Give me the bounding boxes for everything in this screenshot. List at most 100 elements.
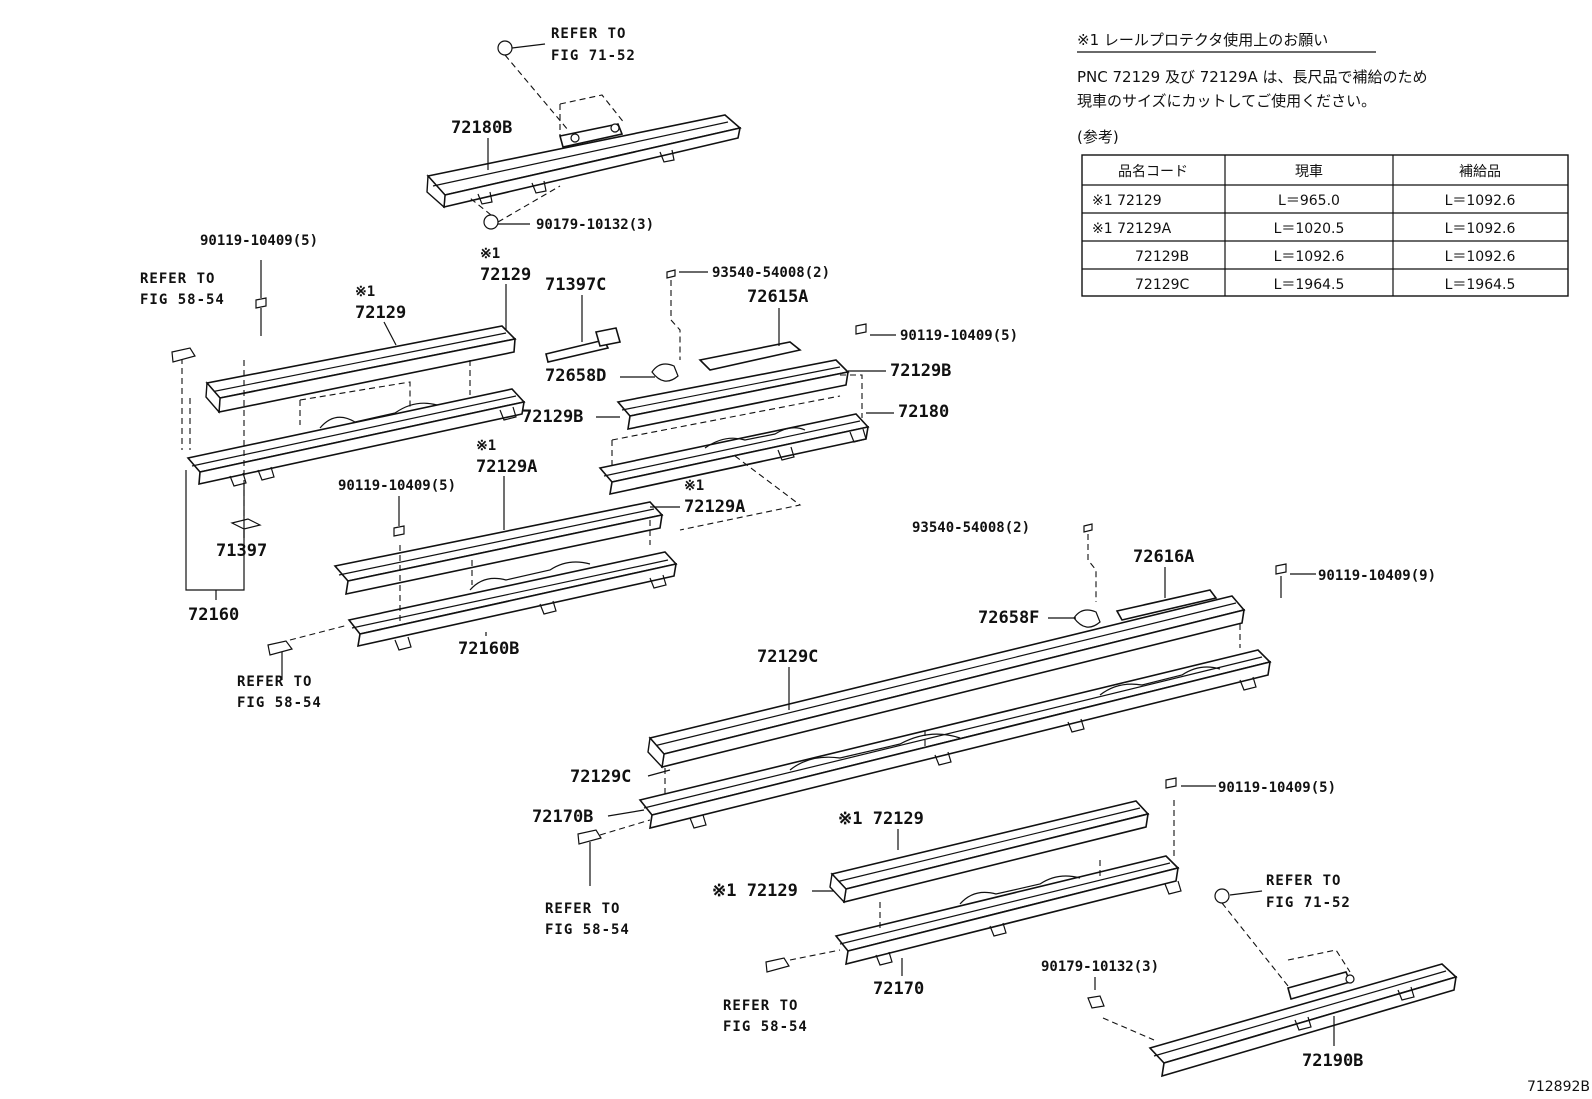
clamp-icon (1073, 609, 1101, 628)
rail-72129-upper-left (205, 325, 517, 414)
figure-id: 712892B (1527, 1079, 1590, 1095)
rail-72190b (1148, 963, 1458, 1078)
part-72616a (1115, 589, 1218, 621)
part-label-72190b: 72190B (1302, 1051, 1363, 1071)
part-label-72658d: 72658D (545, 366, 606, 386)
table-cell: ※1 72129A (1092, 221, 1172, 237)
fig-71-52-label: FIG 71-52 (551, 48, 636, 64)
clamp-icon (651, 363, 679, 382)
rail-72180 (598, 413, 870, 496)
refer-to-label: REFER TO (1266, 873, 1341, 889)
table-cell: L＝1020.5 (1274, 221, 1345, 237)
rail-72129c (647, 595, 1246, 769)
table-cell: L＝965.0 (1278, 193, 1340, 209)
rail-72129-lower (829, 800, 1150, 904)
screw-icon (1083, 523, 1093, 533)
part-label-72129-mark-upper: ※1 72129 (838, 809, 924, 829)
note-line-2: 現車のサイズにカットしてご使用ください。 (1077, 92, 1376, 110)
refer-to-label: REFER TO (723, 998, 798, 1014)
part-label-72658f: 72658F (978, 608, 1039, 628)
part-label-72129-right: 72129 (480, 265, 531, 285)
note-reference-label: (参考) (1077, 128, 1119, 146)
mark-note-1: ※1 (476, 438, 496, 454)
table-cell: L＝1964.5 (1274, 277, 1345, 293)
part-label-72160: 72160 (188, 605, 239, 625)
grommet-icon (577, 829, 602, 845)
part-72615a (698, 341, 802, 371)
screw-icon (666, 269, 676, 279)
note-title: ※1 レールプロテクタ使用上のお願い (1077, 31, 1328, 49)
part-label-72180: 72180 (898, 402, 949, 422)
clip-icon (230, 518, 262, 530)
nut-icon (483, 214, 499, 230)
table-header-code: 品名コード (1118, 164, 1188, 180)
table-cell: 72129B (1135, 249, 1189, 265)
bolt-icon (855, 323, 867, 335)
part-label-72180b: 72180B (451, 118, 512, 138)
rail-72160b (347, 551, 678, 651)
fig-58-54-label: FIG 58-54 (723, 1019, 808, 1035)
table-cell: 72129C (1135, 277, 1190, 293)
part-label-72129a-right: 72129A (684, 497, 745, 517)
table-cell: L＝1092.6 (1445, 193, 1516, 209)
part-label-90119-10409-mid: 90119-10409(5) (900, 328, 1018, 344)
clip-icon (1214, 888, 1230, 904)
part-label-71397: 71397 (216, 541, 267, 561)
part-label-72170b: 72170B (532, 807, 593, 827)
part-label-72129-left: 72129 (355, 303, 406, 323)
part-label-72129c: 72129C (757, 647, 818, 667)
rail-72129a (333, 501, 664, 596)
refer-to-label: REFER TO (545, 901, 620, 917)
note-line-1: PNC 72129 及び 72129A は、長尺品で補給のため (1077, 68, 1428, 86)
rail-72129b (616, 359, 850, 431)
rail-72170b (638, 649, 1272, 830)
rail-72180b (426, 114, 742, 209)
table-cell: L＝1092.6 (1445, 249, 1516, 265)
part-label-93540-54008-upper: 93540-54008(2) (712, 265, 830, 281)
clip-icon (497, 40, 513, 56)
mark-note-1: ※1 (480, 246, 500, 262)
rail-72160-lower-left (186, 388, 526, 487)
grommet-icon (765, 957, 790, 973)
refer-to-label: REFER TO (551, 26, 626, 42)
fig-58-54-label: FIG 58-54 (140, 292, 225, 308)
part-71397c (545, 327, 622, 363)
part-label-72129b-right: 72129B (890, 361, 951, 381)
fig-71-52-label: FIG 71-52 (1266, 895, 1351, 911)
mark-note-1: ※1 (684, 478, 704, 494)
table-header-current: 現車 (1295, 163, 1323, 180)
part-label-90179-10132: 90179-10132(3) (536, 217, 654, 233)
part-label-72170: 72170 (873, 979, 924, 999)
part-label-90119-10409-9: 90119-10409(9) (1318, 568, 1436, 584)
part-label-72129c-left: 72129C (570, 767, 631, 787)
table-cell: L＝1092.6 (1445, 221, 1516, 237)
fig-58-54-label: FIG 58-54 (237, 695, 322, 711)
nut-icon (1087, 995, 1105, 1009)
mark-note-1: ※1 (355, 284, 375, 300)
length-table: 品名コード 現車 補給品 ※1 72129 L＝965.0 L＝1092.6 ※… (1081, 154, 1569, 297)
refer-to-label: REFER TO (140, 271, 215, 287)
bolt-icon (393, 525, 405, 537)
grommet-icon (171, 347, 196, 363)
part-label-72129b-left: 72129B (522, 407, 583, 427)
table-cell: ※1 72129 (1092, 193, 1162, 209)
part-label-72615a: 72615A (747, 287, 808, 307)
bolt-icon (1275, 563, 1287, 575)
bolt-icon (1165, 777, 1177, 789)
refer-to-label: REFER TO (237, 674, 312, 690)
part-label-90119-10409-5-right: 90119-10409(5) (1218, 780, 1336, 796)
part-label-90179-10132-lower: 90179-10132(3) (1041, 959, 1159, 975)
part-label-71397c: 71397C (545, 275, 606, 295)
part-label-72616a: 72616A (1133, 547, 1194, 567)
part-label-72129-mark-lower: ※1 72129 (712, 881, 798, 901)
bolt-icon (255, 297, 267, 309)
table-cell: L＝1964.5 (1445, 277, 1516, 293)
part-label-72129a-top: 72129A (476, 457, 537, 477)
grommet-icon (267, 640, 294, 656)
table-header-supply: 補給品 (1459, 164, 1501, 180)
part-label-72160b: 72160B (458, 639, 519, 659)
part-label-90119-10409-left-top: 90119-10409(5) (200, 233, 318, 249)
part-label-93540-54008-lower: 93540-54008(2) (912, 520, 1030, 536)
part-label-90119-10409-left: 90119-10409(5) (338, 478, 456, 494)
